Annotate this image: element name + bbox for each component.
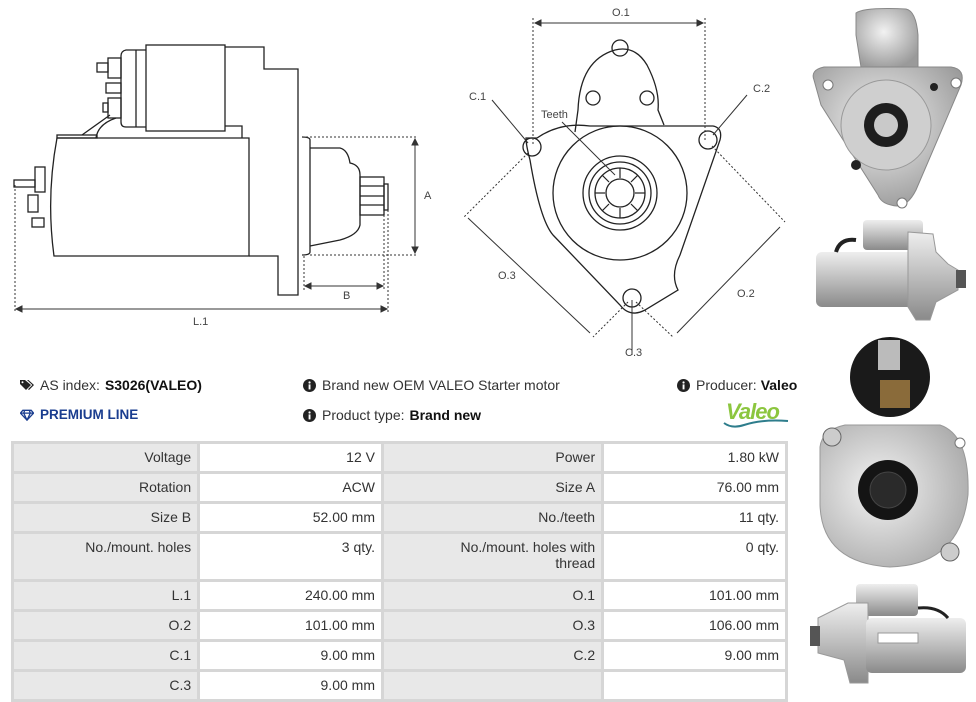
label-a: A: [424, 190, 432, 202]
photo-front-flange[interactable]: [806, 5, 970, 210]
spec-value: 11 qty.: [601, 501, 788, 534]
spec-value: [601, 669, 788, 702]
as-index-label: AS index:: [40, 377, 100, 393]
producer-label: Producer:: [696, 377, 757, 393]
info-circle-icon: [676, 378, 690, 392]
label-c3: C.3: [625, 347, 642, 359]
spec-value: 9.00 mm: [601, 639, 788, 672]
spec-value: 1.80 kW: [601, 441, 788, 474]
spec-label: [380, 669, 605, 702]
spec-value: ACW: [197, 471, 384, 504]
spec-label: C.1: [10, 639, 201, 672]
photo-side-right[interactable]: [808, 578, 968, 686]
spec-label: O.1: [380, 579, 605, 612]
producer: Producer: Valeo: [676, 377, 797, 393]
spec-label: Rotation: [10, 471, 201, 504]
as-index-value[interactable]: S3026(VALEO): [104, 377, 202, 393]
spec-label: O.3: [380, 609, 605, 642]
description-text: Brand new OEM VALEO Starter motor: [322, 377, 560, 393]
label-l1: L.1: [193, 316, 208, 328]
diamond-icon: [20, 408, 34, 422]
spec-label: O.2: [10, 609, 201, 642]
valeo-logo[interactable]: Valeo: [722, 397, 792, 431]
spec-value: 0 qty.: [601, 531, 788, 582]
spec-value: 52.00 mm: [197, 501, 384, 534]
spec-label: No./mount. holes: [10, 531, 201, 582]
spec-value: 9.00 mm: [197, 639, 384, 672]
spec-label: Size B: [10, 501, 201, 534]
label-o3: O.3: [498, 270, 516, 282]
label-b: B: [343, 290, 350, 302]
spec-label: Size A: [380, 471, 605, 504]
label-o1: O.1: [612, 7, 630, 19]
spec-label: C.3: [10, 669, 201, 702]
description: Brand new OEM VALEO Starter motor: [302, 377, 560, 393]
info-circle-icon: [302, 408, 316, 422]
product-type: Product type: Brand new: [302, 407, 481, 423]
spec-value: 101.00 mm: [197, 609, 384, 642]
label-teeth: Teeth: [541, 109, 568, 121]
spec-label: No./teeth: [380, 501, 605, 534]
spec-label: Power: [380, 441, 605, 474]
photo-rear-solenoid[interactable]: [810, 335, 970, 575]
spec-label: Voltage: [10, 441, 201, 474]
spec-label: No./mount. holes with thread: [380, 531, 605, 582]
premium-line-badge: PREMIUM LINE: [20, 407, 138, 422]
spec-value: 106.00 mm: [601, 609, 788, 642]
spec-value: 76.00 mm: [601, 471, 788, 504]
label-o2: O.2: [737, 288, 755, 300]
spec-value: 3 qty.: [197, 531, 384, 582]
as-index: AS index: S3026(VALEO): [20, 377, 202, 393]
spec-value: 101.00 mm: [601, 579, 788, 612]
product-type-value: Brand new: [409, 407, 482, 423]
premium-line-label: PREMIUM LINE: [40, 407, 139, 422]
info-circle-icon: [302, 378, 316, 392]
front-view-drawing: O.1 C.1 C.2 Teeth O.3 O.2 C.3: [462, 7, 786, 359]
spec-label: L.1: [10, 579, 201, 612]
photo-side-left[interactable]: [808, 212, 968, 324]
producer-value[interactable]: Valeo: [760, 377, 798, 393]
spec-value: 9.00 mm: [197, 669, 384, 702]
spec-value: 12 V: [197, 441, 384, 474]
product-type-label: Product type:: [322, 407, 405, 423]
tag-icon: [20, 378, 34, 392]
spec-label: C.2: [380, 639, 605, 672]
label-c1: C.1: [469, 91, 486, 103]
side-view-drawing: A B L.1: [13, 44, 432, 328]
label-c2: C.2: [753, 83, 770, 95]
spec-value: 240.00 mm: [197, 579, 384, 612]
